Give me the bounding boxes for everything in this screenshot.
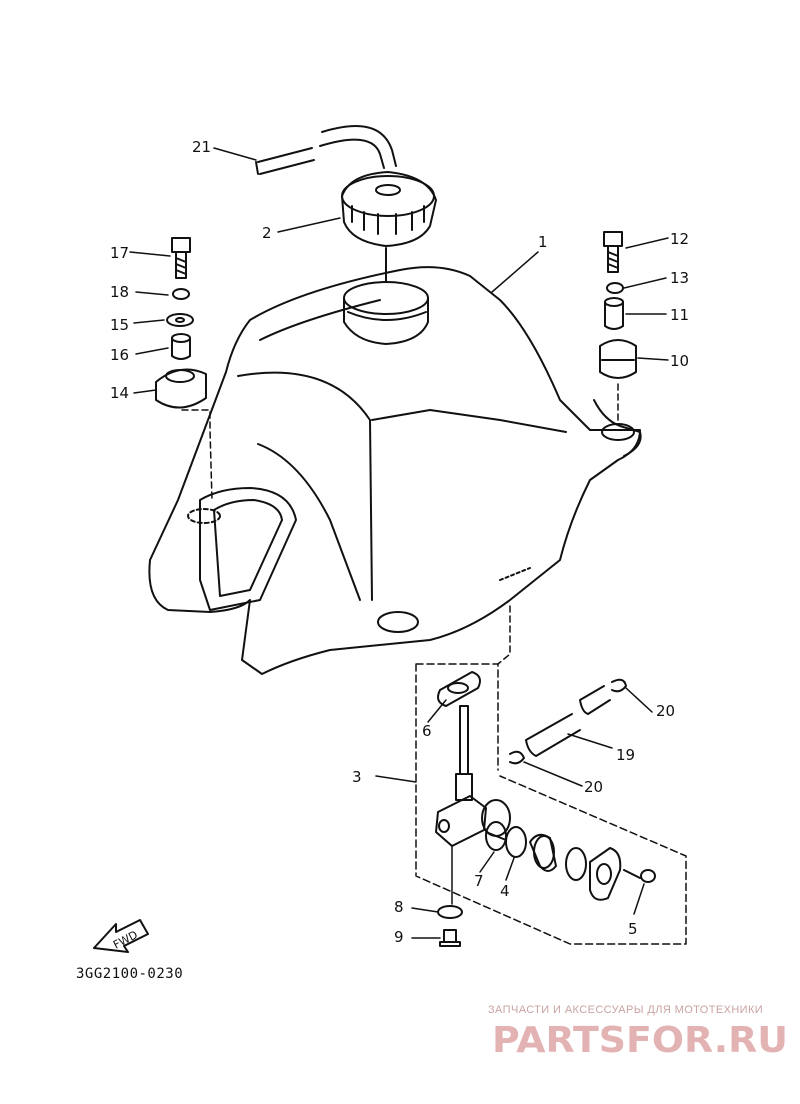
hose-clip-upper (611, 678, 627, 693)
callout-label: 11 (670, 306, 689, 324)
callout-label: 8 (394, 898, 404, 916)
callout-label: 20 (584, 778, 603, 796)
callout-label: 12 (670, 230, 689, 248)
fuel-cock-assembly (435, 705, 511, 847)
hose-clip-lower (509, 750, 525, 765)
fuel-cock-plate (589, 847, 622, 901)
callout-label: 5 (628, 920, 638, 938)
left-lock-washer (172, 288, 190, 300)
fuel-hose (525, 685, 611, 757)
assembly-guide-line (497, 605, 511, 665)
forward-arrow-icon (93, 919, 149, 953)
o-ring (505, 826, 527, 858)
drain-gasket (437, 905, 463, 919)
fuel-cock-filter (485, 821, 507, 851)
callout-label: 7 (474, 872, 484, 890)
callout-label: 18 (110, 283, 129, 301)
callout-label: 10 (670, 352, 689, 370)
fuel-cock-gasket (437, 671, 481, 707)
left-collar (171, 333, 191, 360)
watermark-tagline: ЗАПЧАСТИ И АКСЕССУАРЫ ДЛЯ МОТОТЕХНИКИ (488, 1004, 764, 1016)
watermark-brand: PARTSFOR.RU (492, 1020, 788, 1060)
callout-label: 9 (394, 928, 404, 946)
fuel-tank (148, 266, 642, 675)
wave-washer (565, 847, 587, 881)
callout-label: 2 (262, 224, 272, 242)
fuel-cap (341, 171, 437, 247)
vent-hose (255, 125, 397, 175)
right-lock-washer (606, 282, 624, 294)
callout-label: 13 (670, 269, 689, 287)
callout-label: 17 (110, 244, 129, 262)
right-mount-bolt (603, 231, 623, 273)
right-rubber-damper (599, 339, 637, 379)
leader-lines (129, 147, 669, 939)
callout-label: 15 (110, 316, 129, 334)
drain-screw (439, 929, 461, 947)
callout-label: 14 (110, 384, 129, 402)
callout-label: 1 (538, 233, 548, 251)
callout-label: 16 (110, 346, 129, 364)
watermark-logo: PARTSFOR.RU (492, 1020, 788, 1060)
callout-label: 20 (656, 702, 675, 720)
left-rubber-damper (155, 368, 207, 409)
callout-label: 19 (616, 746, 635, 764)
fuel-cock-lever (529, 833, 557, 872)
callout-label: 3 (352, 768, 362, 786)
callout-label: 4 (500, 882, 510, 900)
right-collar (604, 297, 624, 330)
tank-leader-line (491, 251, 539, 293)
left-mount-bolt (171, 237, 191, 279)
callout-label: 21 (192, 138, 211, 156)
left-mount-guide-line (181, 409, 213, 501)
fuel-cock-screw (623, 869, 656, 883)
callout-numbers: 1 2 3 4 5 6 7 8 9 10 11 12 13 14 15 16 1… (110, 138, 689, 952)
left-washer (166, 313, 194, 327)
diagram-part-code: 3GG2100-0230 (76, 966, 184, 982)
callout-label: 6 (422, 722, 432, 740)
